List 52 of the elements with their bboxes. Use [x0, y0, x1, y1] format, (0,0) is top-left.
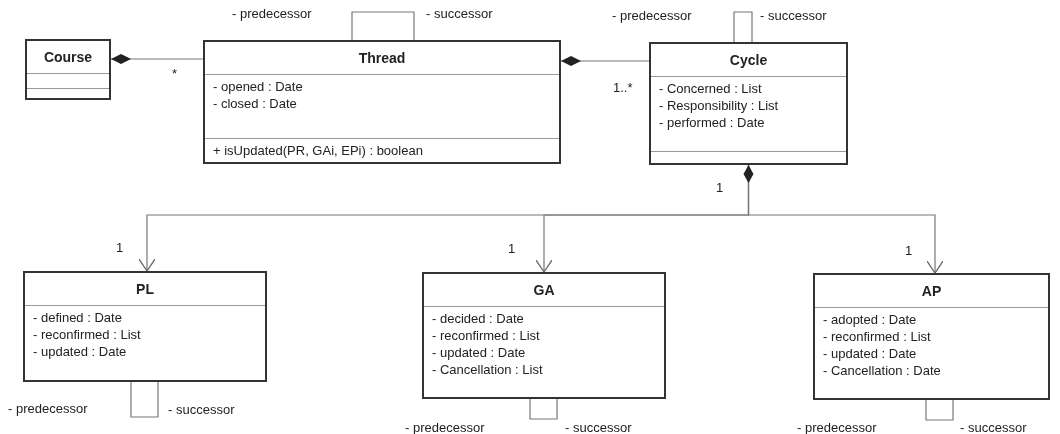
role-name: - predecessor	[405, 420, 485, 434]
attribute-text: - reconfirmed : List	[823, 328, 932, 345]
self-association-line	[351, 11, 415, 41]
multiplicity: *	[172, 66, 178, 81]
attribute-text: - updated : Date	[33, 343, 128, 360]
role-name: - predecessor	[612, 8, 692, 23]
attribute-text: - defined : Date	[33, 309, 123, 326]
class-name: Cycle	[729, 52, 768, 68]
self-association-line	[130, 381, 159, 418]
multiplicity: 1	[905, 243, 913, 258]
multiplicity: 1..*	[613, 80, 633, 95]
class-box	[23, 271, 267, 382]
attribute-text: - performed : Date	[659, 114, 766, 131]
class-box	[25, 39, 111, 100]
role-name: - successor	[168, 402, 235, 417]
attribute-text: - Concerned : List	[659, 80, 763, 97]
attribute-text: - Cancellation : Date	[823, 362, 942, 379]
attribute-text: - updated : Date	[823, 345, 918, 362]
composition-line	[560, 56, 650, 66]
self-association-line	[925, 399, 954, 421]
attribute-text: - Responsibility : List	[659, 97, 780, 114]
self-association-line	[529, 398, 558, 420]
composition-line	[110, 54, 204, 64]
attribute-text: - reconfirmed : List	[432, 327, 541, 344]
class-box	[203, 40, 561, 164]
multiplicity: 1	[116, 240, 124, 255]
class-name: Thread	[358, 50, 406, 66]
attribute-text: - decided : Date	[432, 310, 525, 327]
role-name: - successor	[426, 6, 493, 21]
attribute-text: - adopted : Date	[823, 311, 918, 328]
self-association-line	[733, 11, 753, 43]
role-name: - predecessor	[797, 420, 877, 434]
role-name: - successor	[960, 420, 1027, 434]
class-name: GA	[533, 282, 555, 298]
role-name: - successor	[760, 8, 827, 23]
class-box	[649, 42, 848, 165]
attribute-text: - closed : Date	[213, 95, 298, 112]
attribute-text: - reconfirmed : List	[33, 326, 142, 343]
method-text: + isUpdated(PR, GAi, EPi) : boolean	[213, 142, 424, 159]
attribute-text: - opened : Date	[213, 78, 304, 95]
role-name: - predecessor	[8, 401, 88, 416]
class-name: AP	[921, 283, 942, 299]
class-name: PL	[136, 281, 154, 297]
class-name: Course	[43, 49, 93, 65]
class-box	[813, 273, 1050, 400]
multiplicity: 1	[508, 241, 516, 256]
class-box	[422, 272, 666, 399]
role-name: - predecessor	[232, 6, 312, 21]
attribute-text: - updated : Date	[432, 344, 527, 361]
multiplicity: 1	[716, 180, 724, 195]
attribute-text: - Cancellation : List	[432, 361, 544, 378]
role-name: - successor	[565, 420, 632, 434]
